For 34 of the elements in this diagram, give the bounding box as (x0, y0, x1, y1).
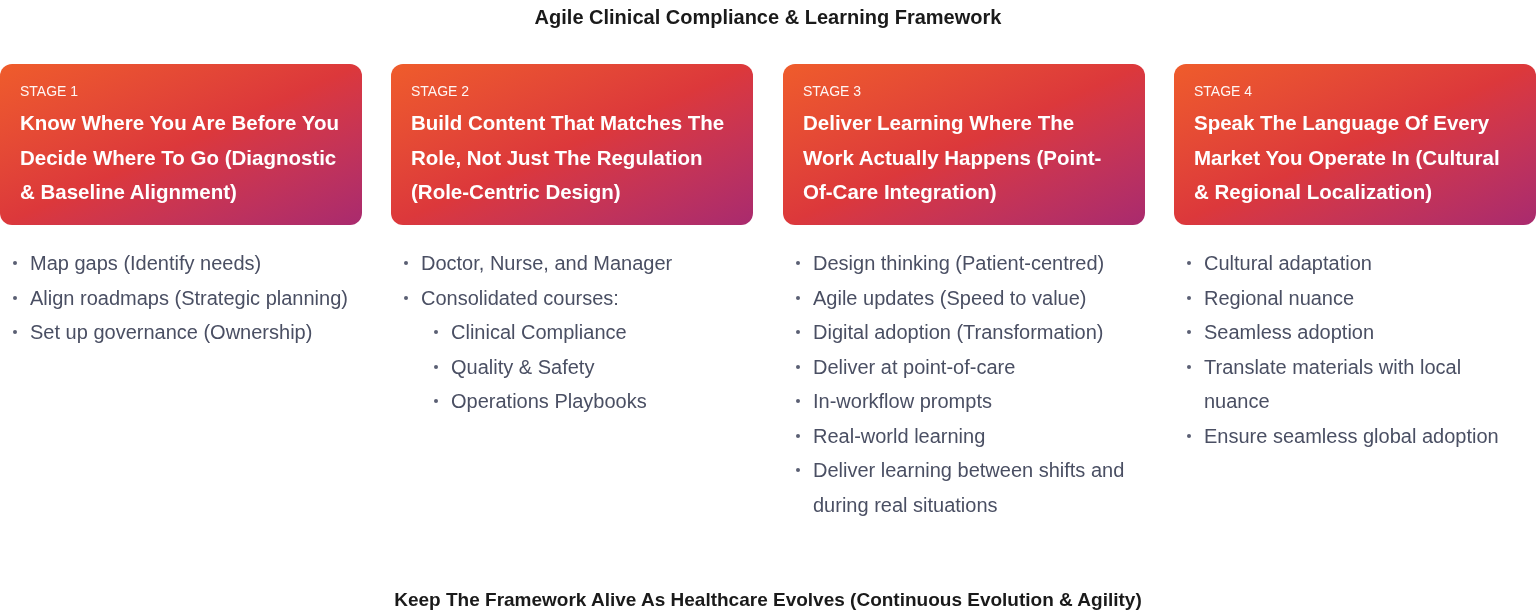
stage-title: Speak The Language Of Every Market You Operate In (Cultural & Regional Localization) (1194, 110, 1501, 206)
bullet-text: Regional nuance (1204, 285, 1355, 311)
bullet-text: Translate materials with local nuance (1204, 354, 1463, 414)
bullet-text: Set up governance (Ownership) (30, 320, 313, 345)
diagram-title: Agile Clinical Compliance & Learning Framework (534, 5, 1002, 29)
bullet-text: Seamless adoption (1204, 320, 1375, 345)
bullet-text: Quality & Safety (451, 354, 595, 380)
bullet-text: Cultural adaptation (1204, 251, 1372, 276)
stage-label: STAGE 1 (20, 82, 80, 100)
bullet-text: Deliver at point-of-care (813, 354, 1016, 380)
bullet-text: Agile updates (Speed to value) (813, 285, 1087, 311)
bullet-text: Consolidated courses: (421, 285, 619, 311)
diagram-caption: Keep The Framework Alive As Healthcare Evolves (Continuous Evolution & Agility) (394, 588, 1142, 611)
bullet-text: Operations Playbooks (451, 389, 647, 414)
stage-card (0, 64, 362, 225)
bullet-text: Ensure seamless global adoption (1204, 423, 1499, 449)
stage-label: STAGE 3 (803, 82, 863, 100)
stage-card (1174, 64, 1536, 225)
stage-title: Build Content That Matches The Role, Not Just The Regulation (Role-Centric Design) (411, 110, 726, 206)
stage-label: STAGE 2 (411, 82, 471, 100)
bullet-text: Doctor, Nurse, and Manager (421, 251, 673, 276)
bullet-text: In-workflow prompts (813, 389, 992, 414)
stage-card (783, 64, 1145, 225)
bullet-text: Clinical Compliance (451, 320, 627, 345)
bullet-text: Deliver learning between shifts and during real situations (813, 458, 1126, 518)
bullet-text: Real-world learning (813, 423, 986, 449)
bullet-text: Map gaps (Identify needs) (30, 251, 262, 276)
stage-title: Deliver Learning Where The Work Actually Happens (Point-Of-Care Integration) (803, 110, 1103, 206)
bullet-text: Digital adoption (Transformation) (813, 320, 1104, 345)
stage-label: STAGE 4 (1194, 82, 1254, 100)
bullet-text: Align roadmaps (Strategic planning) (30, 285, 348, 311)
stage-title: Know Where You Are Before You Decide Where To Go (Diagnostic & Baseline Alignment) (20, 110, 340, 206)
bullet-text: Design thinking (Patient-centred) (813, 251, 1105, 276)
stage-card (391, 64, 753, 225)
